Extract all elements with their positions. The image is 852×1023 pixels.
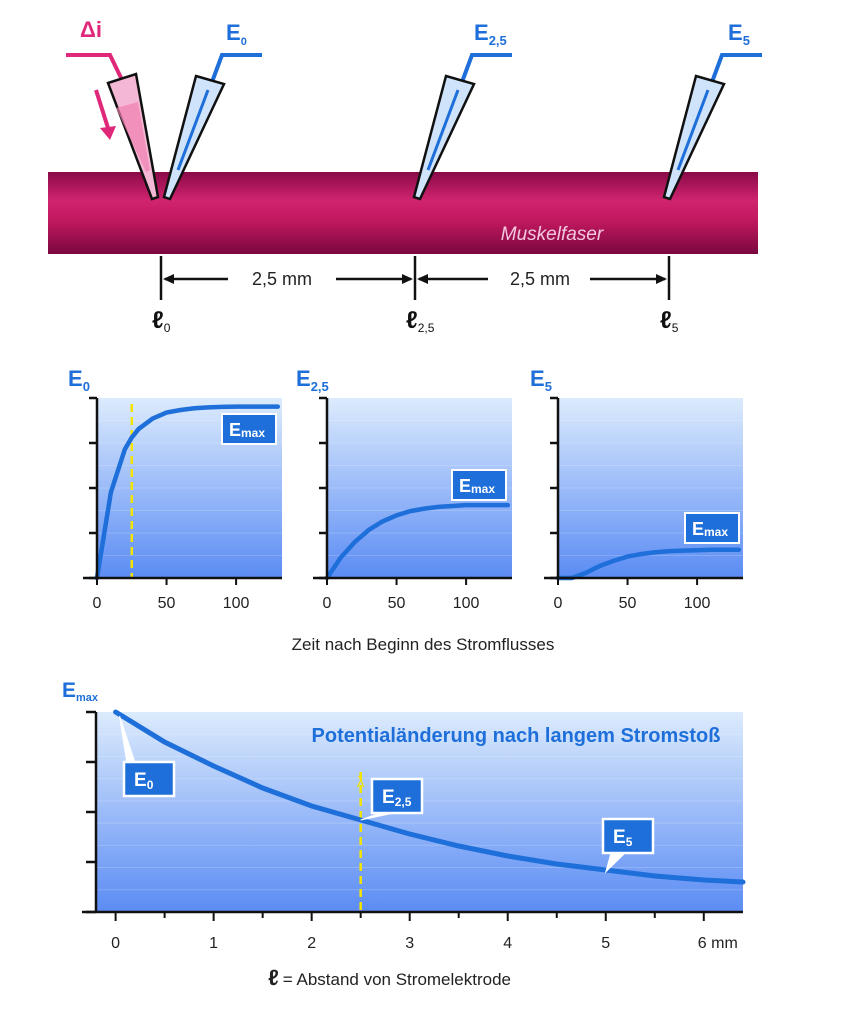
- time-plot-e5-title: E5: [530, 366, 552, 394]
- dim-arrowheads: [163, 274, 667, 284]
- x-tick-label: 50: [388, 595, 406, 612]
- current-electrode: Δi: [66, 17, 160, 201]
- distance-plot-title: Potentialänderung nach langem Stromstoß: [312, 725, 721, 747]
- time-plot-e5: 0 50 100 Emax: [544, 396, 743, 612]
- lambda-label: λ: [357, 774, 365, 791]
- electrode-e0-label: E0: [226, 20, 247, 48]
- electrode-e0-wire: [210, 53, 262, 83]
- electrode-e5-label: E5: [728, 20, 750, 48]
- x-tick-label: 100: [684, 595, 711, 612]
- callout-label: E5: [613, 827, 633, 849]
- emax-badge: [451, 469, 507, 501]
- distance-axis-label: ℓ= Abstand von Stromelektrode: [268, 965, 511, 990]
- x-tick-label: 3: [405, 935, 414, 952]
- current-arrow: [94, 89, 110, 129]
- x-tick-label: 0: [323, 595, 332, 612]
- series-line: [113, 709, 746, 885]
- current-electrode-wire: [66, 53, 126, 85]
- electrode-e0-core: [176, 89, 210, 171]
- electrode-diagram: Muskelfaser Δi E0 E2,5: [48, 17, 762, 335]
- x-tick-label: 0: [93, 595, 102, 612]
- x-tick-label: 4: [503, 935, 512, 952]
- time-plot-e25: 0 50 100 Emax: [313, 396, 512, 612]
- x-tick-label: 0: [554, 595, 563, 612]
- time-plot-e0-title: E0: [68, 366, 90, 394]
- current-arrow-head: [100, 126, 116, 140]
- callout-badge: [122, 760, 176, 798]
- current-label: Δi: [80, 17, 102, 42]
- time-plot-e0: 0 50 100 Emax: [83, 396, 282, 612]
- x-tick-label: 100: [223, 595, 250, 612]
- electrode-e25-label: E2,5: [474, 20, 507, 48]
- muscle-fiber-label: Muskelfaser: [501, 224, 604, 245]
- time-plot-e25-title: E2,5: [296, 366, 329, 394]
- emax-badge: [684, 512, 740, 544]
- callout-label: E0: [134, 770, 154, 792]
- distance-label-1: 2,5 mm: [252, 269, 312, 289]
- electrode-e25-wire: [460, 53, 512, 83]
- x-tick-label: 5: [601, 935, 610, 952]
- distance-plot-ylabel: Emax: [62, 679, 99, 704]
- x-tick-label: 6 mm: [698, 935, 738, 952]
- time-axis-label: Zeit nach Beginn des Stromflusses: [292, 635, 555, 654]
- callout-label: E2,5: [382, 787, 412, 809]
- x-tick-label: 2: [307, 935, 316, 952]
- emax-badge-label: Emax: [459, 476, 495, 496]
- callout-badge: [370, 777, 424, 815]
- x-tick-label: 50: [158, 595, 176, 612]
- emax-badge: [221, 413, 277, 445]
- x-tick-label: 50: [619, 595, 637, 612]
- x-tick-label: 100: [453, 595, 480, 612]
- electrode-e5-wire: [710, 53, 762, 83]
- position-label-l5: ℓ5: [660, 307, 679, 335]
- current-electrode-fill: [116, 102, 150, 172]
- emax-badge-label: Emax: [692, 519, 728, 539]
- electrode-e5-core: [676, 89, 710, 171]
- emax-badge-label: Emax: [229, 420, 265, 440]
- x-tick-label: 1: [209, 935, 218, 952]
- callout-badge: [601, 817, 655, 855]
- position-label-l0: ℓ0: [152, 307, 171, 335]
- distance-markers: [159, 256, 671, 300]
- time-plots: 0 50 100 Emax 0 50 100 Emax 0 50 100 Emax E0 E2,5…: [68, 366, 743, 654]
- electrode-e0: E0: [162, 20, 262, 201]
- series-line: [324, 502, 511, 581]
- series-line: [555, 547, 742, 581]
- electrode-e25: E2,5: [412, 20, 512, 201]
- electrode-e25-core: [426, 89, 460, 171]
- series-line: [94, 404, 281, 581]
- electrode-e5: E5: [662, 20, 762, 201]
- distance-label-2: 2,5 mm: [510, 269, 570, 289]
- x-tick-label: 0: [111, 935, 120, 952]
- position-label-l25: ℓ2,5: [406, 307, 435, 335]
